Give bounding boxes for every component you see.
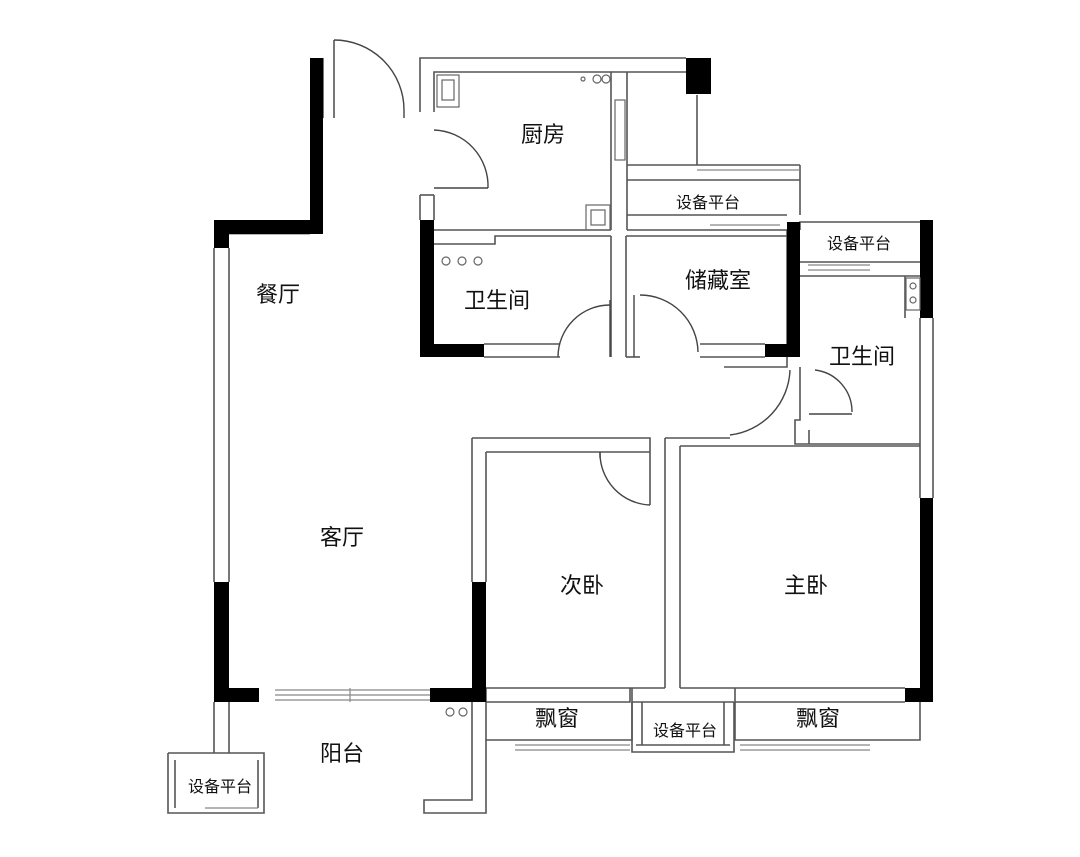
master-bedroom-label: 主卧 xyxy=(784,574,828,599)
bay-window-right-label: 飘窗 xyxy=(796,707,840,732)
bath-right-label: 卫生间 xyxy=(829,345,895,370)
storage-label: 储藏室 xyxy=(685,269,751,294)
living-room-label: 客厅 xyxy=(320,526,364,551)
platform-bottom-left-label: 设备平台 xyxy=(188,777,252,796)
kitchen-label: 厨房 xyxy=(521,123,565,148)
dining-label: 餐厅 xyxy=(256,283,300,308)
bath-left-label: 卫生间 xyxy=(464,289,530,314)
thin-walls xyxy=(167,40,934,814)
solid-walls xyxy=(214,58,933,702)
platform-top-label: 设备平台 xyxy=(676,193,740,212)
fixtures xyxy=(436,74,921,717)
platform-right-label: 设备平台 xyxy=(827,234,891,253)
platform-bottom-middle-label: 设备平台 xyxy=(653,721,717,740)
bay-window-left-label: 飘窗 xyxy=(535,707,579,732)
doors xyxy=(333,39,853,506)
second-bedroom-label: 次卧 xyxy=(560,574,604,599)
balcony-label: 阳台 xyxy=(320,742,364,767)
